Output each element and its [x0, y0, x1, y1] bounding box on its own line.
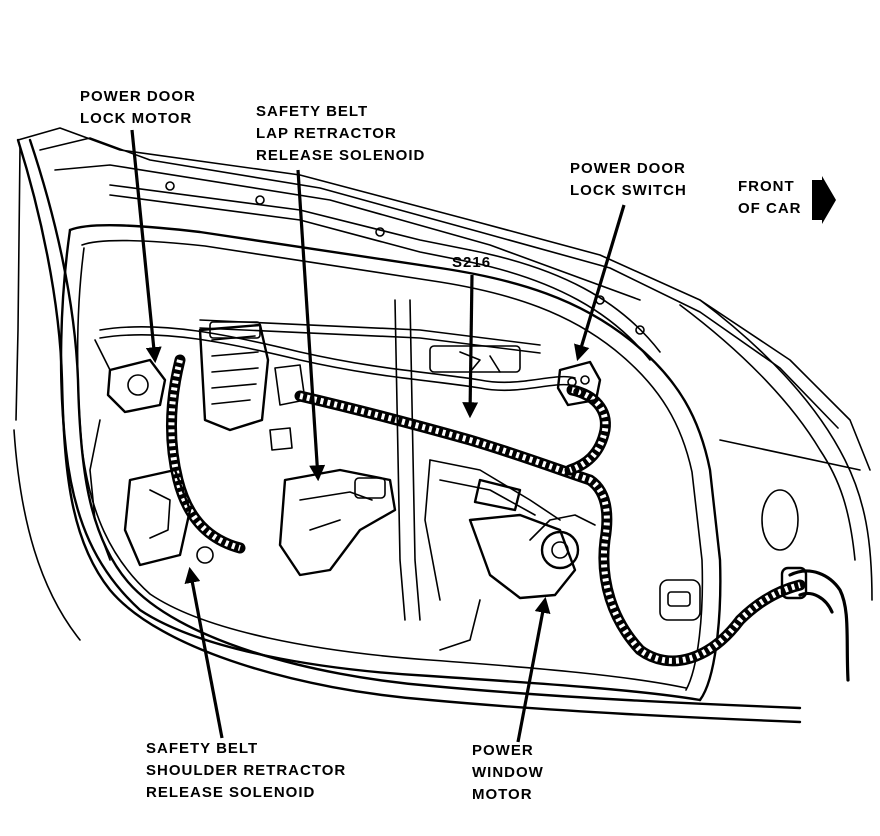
- upper-harness: [99, 319, 576, 392]
- main-harness: [165, 354, 850, 682]
- pointer-lock-motor: [130, 129, 162, 364]
- pointer-window-motor: [516, 596, 551, 743]
- pointer-lap-solenoid: [296, 169, 326, 482]
- door-outer-shell: [13, 127, 873, 724]
- pointer-s216: [462, 274, 479, 419]
- label-shoulder-retractor-solenoid: SAFETY BELT SHOULDER RETRACTOR RELEASE S…: [146, 740, 347, 801]
- inner-panel-outline: [59, 224, 861, 702]
- label-front-of-car: FRONT OF CAR: [738, 178, 802, 217]
- window-regulator-assembly: [424, 459, 596, 651]
- right-arrow-icon: [812, 176, 836, 224]
- pointer-lock-switch: [574, 204, 626, 362]
- lock-switch-connector: [556, 360, 602, 407]
- pointer-lines: [130, 129, 626, 743]
- window-channel-strips: [109, 181, 661, 361]
- label-power-window-motor: POWER WINDOW MOTOR: [472, 742, 544, 803]
- label-splice-s216: S216: [452, 254, 492, 271]
- label-power-door-lock-motor: POWER DOOR LOCK MOTOR: [80, 88, 196, 127]
- pointer-shoulder-solenoid: [184, 566, 224, 739]
- label-power-door-lock-switch: POWER DOOR LOCK SWITCH: [570, 160, 687, 199]
- label-lap-retractor-solenoid: SAFETY BELT LAP RETRACTOR RELEASE SOLENO…: [256, 103, 426, 164]
- lap-solenoid-assembly: [278, 299, 421, 621]
